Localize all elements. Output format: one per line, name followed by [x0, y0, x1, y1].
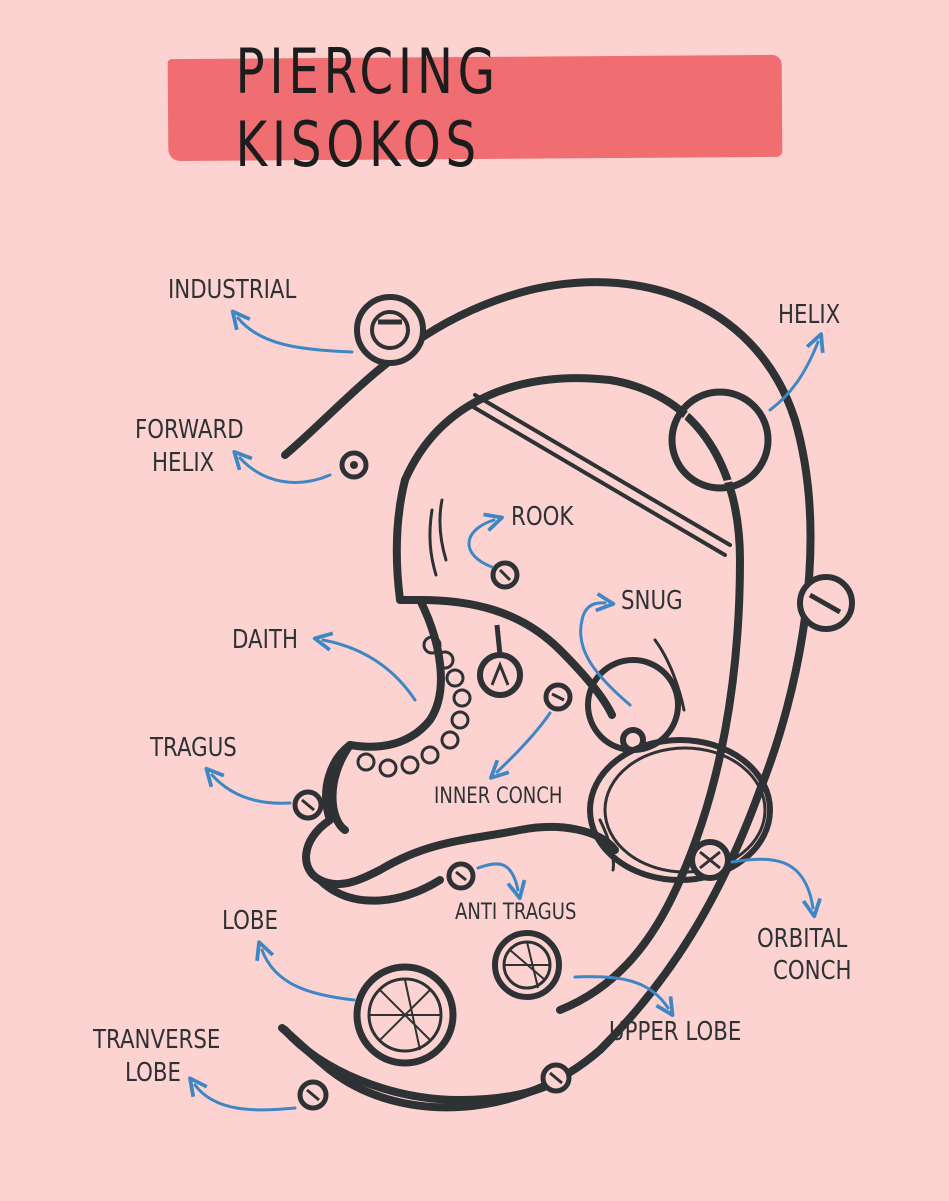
arrow-forward-helix	[232, 449, 332, 484]
arrow-orbital-conch	[730, 857, 822, 919]
arrow-industrial	[230, 309, 354, 354]
label-forward-helix-line1: FORWARD	[135, 415, 244, 445]
label-transverse-lobe-line1: TRANVERSE	[93, 1025, 221, 1055]
arrow-lobe	[255, 940, 356, 1002]
antihelix	[392, 476, 616, 719]
arrow-daith	[312, 631, 417, 702]
snug-ring	[585, 657, 681, 753]
label-orbital-conch-line2: CONCH	[773, 956, 852, 986]
arrows	[188, 309, 825, 1112]
arrow-rook	[467, 512, 504, 569]
daith-jewel	[477, 624, 523, 698]
label-helix: HELIX	[778, 300, 841, 330]
label-industrial: INDUSTRIAL	[168, 275, 297, 305]
label-lobe: LOBE	[222, 906, 279, 936]
anti-tragus-stud	[446, 861, 476, 891]
rook-stud	[490, 560, 520, 590]
label-rook: ROOK	[511, 502, 574, 532]
helix-ring	[668, 388, 772, 492]
arrow-upper-lobe	[573, 975, 675, 1017]
arrow-helix	[768, 332, 825, 412]
lobe-gem	[353, 963, 457, 1067]
tragus-stud	[292, 789, 324, 821]
label-anti-tragus: ANTI TRAGUS	[455, 900, 577, 925]
outer-barbell	[797, 574, 855, 632]
industrial-ball	[354, 294, 426, 366]
outer-helix-rim	[278, 278, 815, 1112]
label-orbital-conch-line1: ORBITAL	[757, 924, 848, 954]
antitragus-shape	[316, 876, 444, 905]
daith-texture	[356, 635, 472, 778]
concha	[302, 596, 619, 889]
ear-shading	[428, 498, 686, 872]
arrow-transverse-lobe	[188, 1076, 297, 1112]
label-forward-helix-line2: HELIX	[152, 448, 215, 478]
arrow-snug	[579, 592, 632, 707]
inner-helix-rim	[401, 374, 744, 1014]
label-tragus: TRAGUS	[150, 733, 237, 763]
ear-outline	[278, 278, 815, 1112]
label-snug: SNUG	[621, 586, 683, 616]
upper-lobe-gem	[492, 930, 562, 1000]
arrow-inner-conch	[489, 711, 552, 780]
tragus-shape	[328, 741, 354, 834]
arrow-tragus	[204, 766, 292, 805]
label-transverse-lobe-line2: LOBE	[125, 1058, 182, 1088]
forward-helix-stud	[339, 450, 369, 480]
label-daith: DAITH	[232, 625, 298, 655]
label-upper-lobe: UPPER LOBE	[609, 1017, 742, 1047]
transverse-lobe-studs	[297, 1062, 572, 1111]
arrow-anti-tragus	[476, 862, 527, 901]
label-inner-conch: INNER CONCH	[434, 784, 563, 809]
inner-conch-stud	[543, 682, 573, 712]
lobe-curve	[281, 1026, 564, 1104]
industrial-barbell	[468, 393, 732, 557]
orbital-rings	[587, 737, 773, 883]
